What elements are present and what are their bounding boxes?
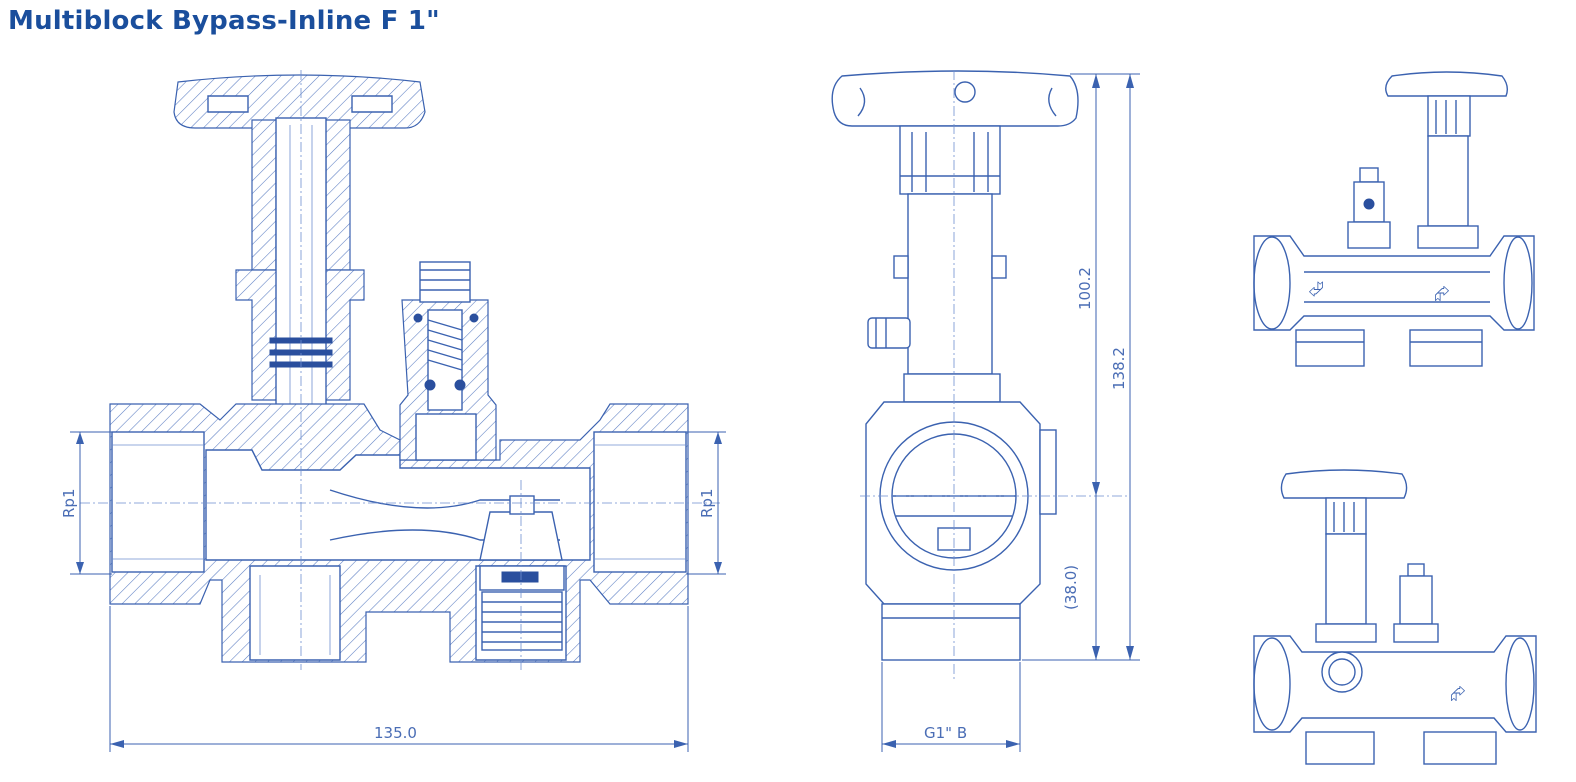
body-perspective-top bbox=[1253, 235, 1535, 331]
handwheel-perspective-top bbox=[1385, 71, 1509, 97]
left-port-bore bbox=[111, 431, 205, 573]
handwheel-section bbox=[173, 74, 426, 129]
perspective-view-top: ⮰ ⮳ bbox=[1253, 71, 1535, 367]
flow-arrow-icon: ⮰ bbox=[1308, 277, 1324, 301]
dim-width-total: 135.0 bbox=[374, 724, 417, 742]
section-view: Rp1 Rp1 135.0 bbox=[60, 70, 726, 752]
handwheel-perspective-bottom bbox=[1280, 469, 1408, 499]
thermostat-insert bbox=[479, 495, 565, 651]
dim-height-total: 138.2 bbox=[1110, 347, 1128, 390]
lower-connector bbox=[881, 603, 1021, 661]
dim-thread: G1" B bbox=[924, 724, 967, 742]
dim-height-upper: 100.2 bbox=[1076, 267, 1094, 310]
dim-rp1-left: Rp1 bbox=[60, 489, 78, 519]
page-title: Multiblock Bypass-Inline F 1" bbox=[8, 6, 440, 36]
dim-rp1-right: Rp1 bbox=[698, 489, 716, 519]
stem-housing bbox=[907, 193, 993, 375]
body-perspective-bottom bbox=[1253, 635, 1537, 733]
side-view: 100.2 138.2 (38.0) G1" B bbox=[831, 70, 1140, 752]
right-port-bore bbox=[593, 431, 687, 573]
flow-arrow-icon: ⮳ bbox=[1450, 681, 1466, 705]
dim-height-lower: (38.0) bbox=[1062, 565, 1080, 610]
side-nipple bbox=[867, 317, 911, 349]
perspective-view-bottom: ⮳ bbox=[1253, 469, 1537, 765]
flow-arrow-icon: ⮳ bbox=[1434, 281, 1450, 305]
bypass-valve-section bbox=[399, 261, 497, 461]
handwheel-side bbox=[831, 70, 1079, 127]
